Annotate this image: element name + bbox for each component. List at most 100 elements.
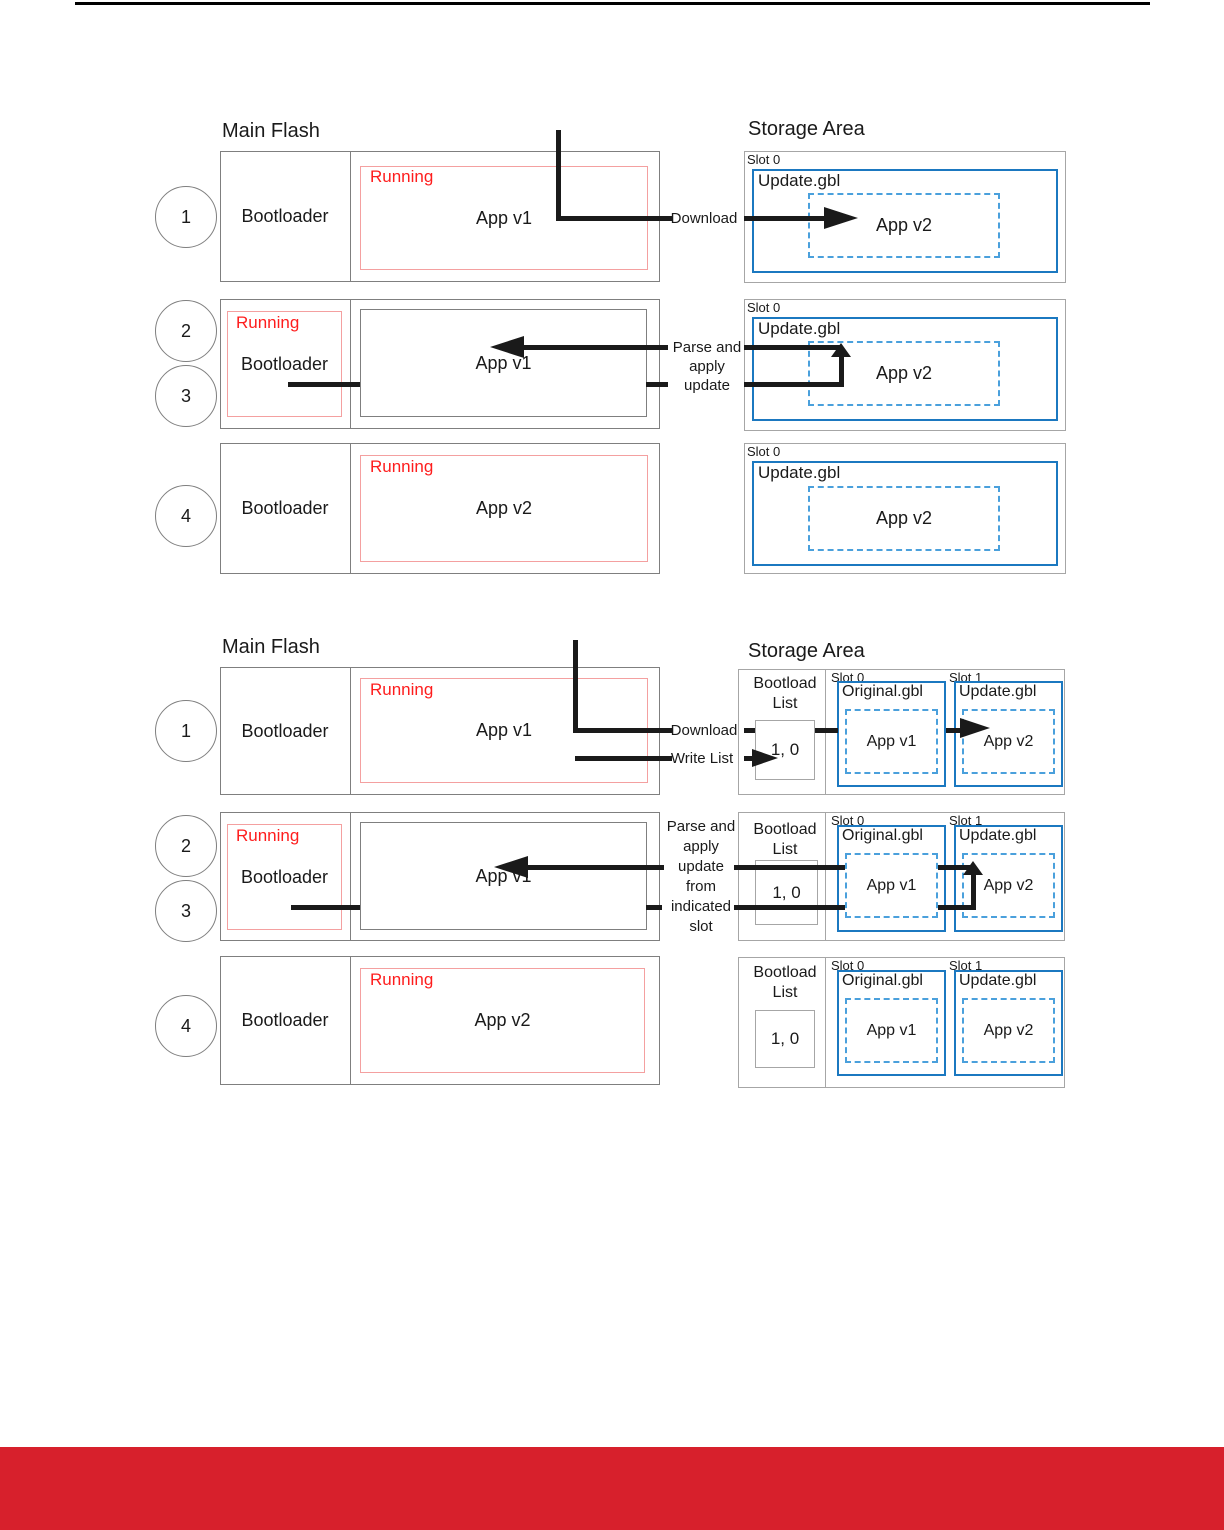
- apply-arrow-head: [490, 336, 524, 358]
- running-label: Running: [370, 680, 434, 699]
- slot0-label: Slot 0: [831, 813, 865, 828]
- storage-divider: [825, 957, 826, 1088]
- step-circle: 3: [155, 365, 217, 427]
- app-region-box: App v2: [360, 455, 648, 562]
- bootloader-read-segment: [734, 905, 845, 910]
- bootloader-label: Bootloader: [240, 866, 329, 887]
- step-circle: 2: [155, 815, 217, 877]
- step-number: 1: [180, 206, 191, 227]
- bootloader-cell: Bootloader: [220, 667, 350, 795]
- slot1-label: Slot 1: [949, 813, 983, 828]
- download-arrow-segment: [575, 728, 672, 733]
- app-v2-image-box: App v2: [808, 486, 1000, 551]
- running-label: Running: [370, 457, 434, 476]
- diagram2-storage-area-title: Storage Area: [748, 640, 865, 662]
- diagram2-main-flash-title: Main Flash: [222, 636, 320, 658]
- step-number: 4: [180, 505, 191, 526]
- page-footer-bar: [0, 1447, 1224, 1530]
- app-v1-image-box: App v1: [845, 998, 938, 1063]
- bootloader-read-segment: [288, 382, 360, 387]
- app-v2-label: App v2: [875, 363, 933, 383]
- download-arrow-segment: [558, 216, 672, 221]
- download-arrow-head: [960, 718, 990, 738]
- update-gbl-label: Update.gbl: [959, 827, 1037, 844]
- running-label: Running: [236, 313, 300, 332]
- list-word: List: [772, 984, 798, 1001]
- app-v2-label: App v2: [875, 215, 933, 235]
- list-word: List: [772, 841, 798, 858]
- diagram1-main-flash-title: Main Flash: [222, 120, 320, 142]
- step-circle: 2: [155, 300, 217, 362]
- bootload-list-label: Bootload List: [745, 963, 825, 1003]
- bootloader-cell: Bootloader: [220, 443, 350, 574]
- original-gbl-label: Original.gbl: [842, 827, 923, 844]
- bootload-word: Bootload: [753, 964, 817, 981]
- original-gbl-label: Original.gbl: [842, 972, 923, 989]
- bootloader-read-segment: [646, 905, 662, 910]
- parse-line: apply: [683, 838, 719, 855]
- app-v1-label: App v1: [866, 1021, 917, 1039]
- app-v2-label: App v2: [474, 1010, 531, 1030]
- bootload-list-label: Bootload List: [745, 820, 825, 860]
- write-list-segment: [575, 756, 672, 761]
- bootloader-label: Bootloader: [241, 1010, 329, 1030]
- slot0-label: Slot 0: [747, 300, 781, 315]
- bootload-list-value-box: 1, 0: [755, 1010, 815, 1068]
- parse-line: Parse and: [672, 339, 742, 356]
- step-number: 3: [180, 900, 191, 921]
- parse-line: update: [678, 858, 724, 875]
- main-flash-divider: [350, 299, 351, 429]
- main-flash-divider: [350, 812, 351, 941]
- app-v2-image-box: App v2: [962, 709, 1055, 774]
- bootloader-read-segment: [646, 382, 668, 387]
- page-top-rule: [75, 2, 1150, 5]
- app-v1-label: App v1: [866, 876, 917, 894]
- write-list-label: Write List: [670, 750, 734, 767]
- read-update-arrow-head: [963, 861, 983, 875]
- app-v2-label: App v2: [475, 498, 533, 518]
- app-v2-label: App v2: [983, 876, 1034, 894]
- bootload-list-value: 1, 0: [770, 1029, 800, 1048]
- step-number: 2: [180, 320, 191, 341]
- update-gbl-label: Update.gbl: [758, 463, 841, 482]
- step-number: 4: [180, 1015, 191, 1036]
- app-region-box: App v1: [360, 309, 647, 417]
- update-gbl-label: Update.gbl: [959, 683, 1037, 700]
- download-arrow-segment: [946, 728, 962, 733]
- download-label: Download: [670, 722, 738, 739]
- parse-line: from: [686, 878, 716, 895]
- apply-arrow-segment: [734, 865, 845, 870]
- step-circle: 1: [155, 700, 217, 762]
- read-update-arrow-head: [831, 343, 851, 357]
- main-flash-divider: [350, 956, 351, 1085]
- apply-arrow-segment: [526, 865, 664, 870]
- update-gbl-label: Update.gbl: [758, 171, 841, 190]
- running-label: Running: [236, 826, 300, 845]
- bootloader-running-box: Bootloader: [227, 311, 342, 417]
- bootloader-label: Bootloader: [241, 206, 329, 226]
- slot0-label: Slot 0: [747, 444, 781, 459]
- main-flash-divider: [350, 443, 351, 574]
- parse-apply-slot-label: Parse and apply update from indicated sl…: [661, 817, 741, 937]
- download-arrow-vertical: [573, 640, 578, 733]
- update-gbl-label: Update.gbl: [959, 972, 1037, 989]
- download-arrow-head: [824, 207, 858, 229]
- step-number: 1: [180, 720, 191, 741]
- app-v1-label: App v1: [475, 720, 533, 740]
- app-v1-image-box: App v1: [845, 709, 938, 774]
- bootload-list-value: 1, 0: [772, 882, 801, 902]
- slot0-label: Slot 0: [747, 152, 781, 167]
- list-word: List: [772, 695, 798, 712]
- step-number: 3: [180, 385, 191, 406]
- download-arrow-vertical: [556, 130, 561, 221]
- download-arrow-segment: [815, 728, 838, 733]
- parse-line: Parse and: [666, 818, 736, 835]
- app-region-box: App v2: [360, 968, 645, 1073]
- download-arrow-segment: [744, 216, 824, 221]
- original-gbl-label: Original.gbl: [842, 683, 923, 700]
- app-v2-label: App v2: [983, 1021, 1034, 1039]
- apply-arrow-head: [494, 856, 528, 878]
- write-list-segment: [744, 756, 754, 761]
- download-label: Download: [670, 210, 738, 227]
- parse-line: slot: [689, 918, 713, 935]
